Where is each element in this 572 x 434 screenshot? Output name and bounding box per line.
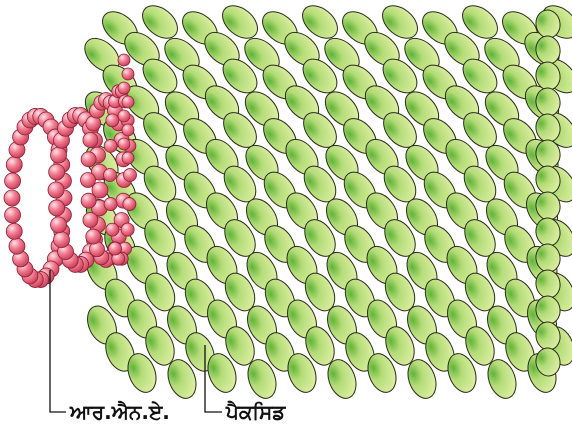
rna-bead — [9, 238, 25, 254]
rna-bead — [122, 68, 134, 80]
rna-bead — [118, 110, 130, 122]
rna-bead — [5, 207, 21, 223]
rna-bead — [104, 169, 117, 182]
rna-bead — [81, 173, 96, 188]
rna-bead — [83, 133, 98, 148]
rna-bead — [4, 190, 20, 206]
rna-bead — [118, 138, 130, 150]
rna-bead — [51, 217, 67, 233]
rna-bead — [104, 198, 117, 211]
rna-bead — [51, 147, 67, 163]
rna-bead — [104, 139, 117, 152]
rna-bead — [122, 152, 134, 164]
rna-bead — [121, 223, 134, 236]
rna-bead — [49, 164, 65, 180]
rna-bead — [106, 114, 119, 127]
rna-bead — [81, 152, 96, 167]
rna-bead — [6, 157, 22, 173]
rna-bead — [109, 242, 122, 255]
rna-bead — [5, 173, 21, 189]
rna-bead — [123, 198, 136, 211]
rna-bead — [81, 193, 96, 208]
capsid-label: ਪੈਕਸਿਡ — [226, 401, 285, 423]
capsid-body — [78, 0, 572, 402]
rna-bead — [118, 54, 130, 66]
rna-bead — [124, 169, 137, 182]
rna-bead — [106, 223, 119, 236]
rna-bead — [49, 200, 65, 216]
rna-bead — [122, 96, 134, 108]
rna-leader-line — [50, 270, 66, 412]
rna-bead — [83, 213, 98, 228]
rna-bead — [48, 182, 64, 198]
rna-bead — [6, 223, 22, 239]
rna-bead — [122, 124, 134, 136]
rna-bead — [86, 229, 101, 244]
rna-bead — [118, 82, 130, 94]
rna-bead — [54, 232, 70, 248]
rna-label: ਆਰ.ਐਨ.ਏ. — [70, 401, 170, 423]
